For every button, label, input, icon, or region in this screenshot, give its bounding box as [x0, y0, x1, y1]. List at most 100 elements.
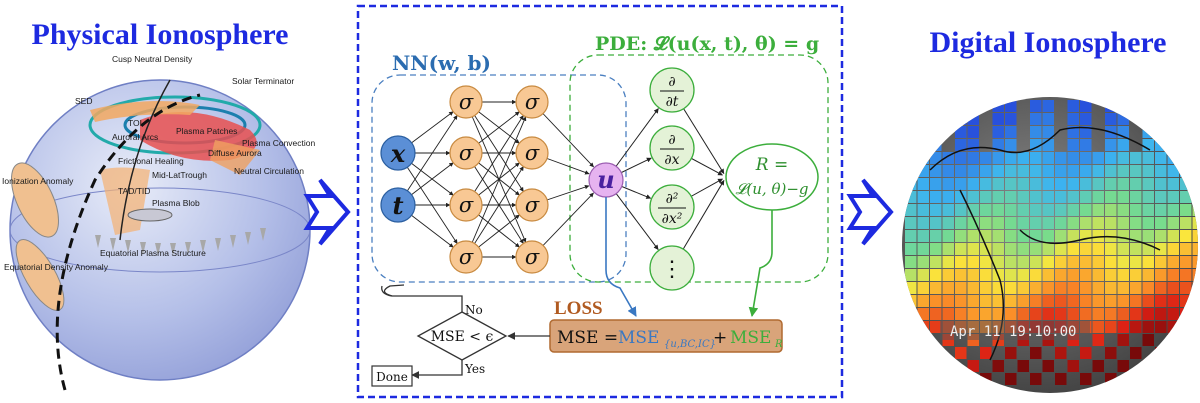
- tec-tile: [942, 230, 954, 242]
- done-text: Done: [376, 370, 408, 384]
- tec-tile: [1042, 269, 1054, 281]
- tec-tile: [1030, 113, 1042, 125]
- tec-tile: [1092, 360, 1104, 372]
- tec-tile: [1055, 256, 1067, 268]
- tec-tile: [1117, 152, 1129, 164]
- loss-box: MSE = MSE {u,BC,IC} + MSE R: [549, 319, 783, 353]
- tec-tile: [1180, 282, 1192, 294]
- tec-tile: [1180, 243, 1192, 255]
- tec-tile: [1017, 282, 1029, 294]
- tec-tile: [1192, 282, 1198, 294]
- tec-tile: [930, 126, 942, 138]
- tec-tile: [1067, 204, 1079, 216]
- tec-tile: [1117, 230, 1129, 242]
- label-midlat: Mid-LatTrough: [152, 170, 207, 180]
- deriv-more-text: ⋮: [661, 257, 683, 282]
- tec-tile: [955, 269, 967, 281]
- tec-tile: [1092, 269, 1104, 281]
- tec-tile: [1180, 178, 1192, 190]
- tec-tile: [1167, 178, 1179, 190]
- tec-tile: [1117, 100, 1129, 112]
- tec-tile: [917, 139, 929, 151]
- tec-tile: [1130, 165, 1142, 177]
- tec-tile: [1030, 126, 1042, 138]
- tec-tile: [1055, 178, 1067, 190]
- tec-tile: [1117, 243, 1129, 255]
- tec-tile: [1030, 204, 1042, 216]
- tec-tile: [1180, 256, 1192, 268]
- tec-tile: [930, 256, 942, 268]
- tec-tile: [1105, 100, 1117, 112]
- tec-tile: [955, 139, 967, 151]
- tec-tile: [1155, 113, 1167, 125]
- tec-tile: [1192, 126, 1198, 138]
- tec-tile: [905, 347, 917, 359]
- tec-tile: [1155, 139, 1167, 151]
- tec-tile: [1142, 282, 1154, 294]
- tec-tile: [917, 113, 929, 125]
- label-auroral: Auroral Arcs: [112, 132, 158, 142]
- tec-tile: [905, 165, 917, 177]
- tec-tile: [1080, 178, 1092, 190]
- tec-tile: [1067, 152, 1079, 164]
- tec-tile: [1017, 269, 1029, 281]
- tec-tile: [1080, 139, 1092, 151]
- tec-tile: [1142, 139, 1154, 151]
- tec-tile: [1142, 165, 1154, 177]
- tec-tile: [930, 204, 942, 216]
- tec-tile: [980, 152, 992, 164]
- label-blob: Plasma Blob: [152, 198, 200, 208]
- tec-tile: [1155, 282, 1167, 294]
- tec-tile: [905, 178, 917, 190]
- tec-tile: [942, 152, 954, 164]
- tec-tile: [942, 217, 954, 229]
- tec-tile: [905, 295, 917, 307]
- label-convection: Plasma Convection: [242, 138, 316, 148]
- tec-tile: [1117, 178, 1129, 190]
- tec-tile: [1167, 256, 1179, 268]
- tec-tile: [917, 152, 929, 164]
- tec-tile: [930, 230, 942, 242]
- tec-tile: [967, 191, 979, 203]
- tec-tile: [1030, 165, 1042, 177]
- tec-tile: [967, 282, 979, 294]
- tec-tile: [1030, 295, 1042, 307]
- tec-tile: [905, 152, 917, 164]
- tec-tile: [1155, 204, 1167, 216]
- tec-tile: [917, 308, 929, 320]
- tec-tile: [1167, 282, 1179, 294]
- no-loop-line: [381, 285, 463, 312]
- tec-tile: [1067, 191, 1079, 203]
- tec-tile: [1042, 295, 1054, 307]
- tec-tile: [1067, 243, 1079, 255]
- tec-tile: [955, 373, 967, 385]
- tec-tile: [1192, 113, 1198, 125]
- tec-tile: [1005, 191, 1017, 203]
- tec-tile: [1192, 152, 1198, 164]
- tec-tile: [905, 282, 917, 294]
- tec-tile: [1130, 217, 1142, 229]
- tec-tile: [1042, 178, 1054, 190]
- tec-tile: [1192, 178, 1198, 190]
- tec-tile: [1017, 295, 1029, 307]
- sigma-node: σ: [449, 136, 483, 170]
- pde-connections: [605, 89, 725, 269]
- tec-tile: [917, 256, 929, 268]
- tec-tile: [1117, 295, 1129, 307]
- tec-tile: [942, 269, 954, 281]
- tec-tile: [1155, 178, 1167, 190]
- tec-tile: [942, 243, 954, 255]
- tec-tile: [1067, 282, 1079, 294]
- tec-tile: [955, 152, 967, 164]
- tec-tile: [967, 217, 979, 229]
- tec-tile: [917, 230, 929, 242]
- tec-tile: [1192, 165, 1198, 177]
- tec-tile: [905, 373, 917, 385]
- residual-bottom: 𝓛(u, θ)−g: [735, 180, 808, 198]
- tec-tile: [992, 152, 1004, 164]
- tec-tile: [1005, 152, 1017, 164]
- tec-tile: [930, 191, 942, 203]
- done-box: Done: [371, 365, 413, 387]
- tec-tile: [905, 191, 917, 203]
- tec-tile: [1180, 308, 1192, 320]
